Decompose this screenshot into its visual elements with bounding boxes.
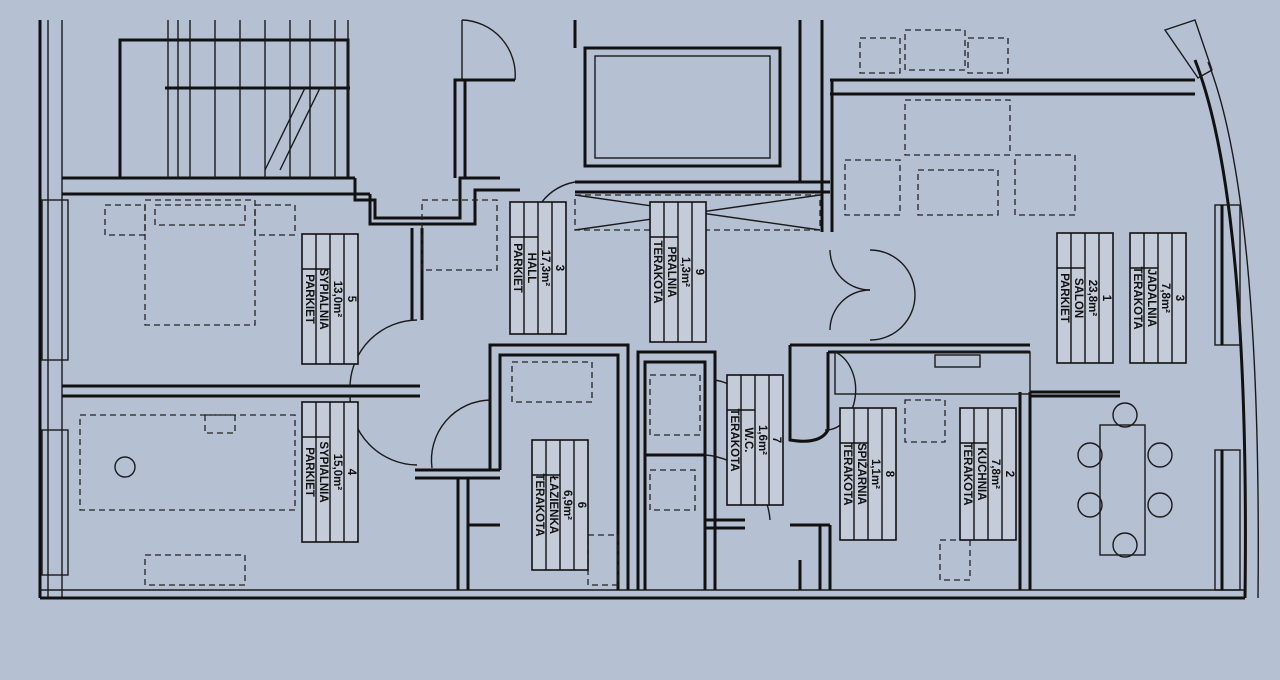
staircase <box>118 20 350 180</box>
room-area: 7,8m² <box>1159 283 1171 313</box>
room-floor: PARKIET <box>303 274 315 324</box>
room-number: 3 <box>553 265 565 271</box>
room-number: 8 <box>883 471 895 478</box>
room-name: SYPIALNIA <box>317 441 329 502</box>
room-name: PRALNIA <box>665 246 677 297</box>
room-area: 1,6m² <box>756 425 768 455</box>
room-floor: PARKIET <box>303 447 315 497</box>
room-floor: TERAKOTA <box>533 473 545 536</box>
exterior-walls <box>38 19 1259 600</box>
room-number: 7 <box>770 437 782 443</box>
room-number: 5 <box>345 296 357 303</box>
room-name: SPIŻARNIA <box>855 443 868 505</box>
room-number: 1 <box>1100 295 1112 302</box>
room-name: SYPIALNIA <box>317 268 329 329</box>
interior-walls <box>62 228 1120 590</box>
room-floor: TERAKOTA <box>651 240 663 303</box>
room-name: JADALNIA <box>1145 269 1157 327</box>
room-area: 1,3m² <box>679 257 691 287</box>
wardrobe-block <box>573 20 821 231</box>
room-floor: TERAKOTA <box>1131 266 1143 329</box>
furniture <box>79 29 1173 586</box>
room-name: ŁAZIENKA <box>547 476 559 534</box>
room-number: 4 <box>345 469 357 476</box>
room-floor: TERAKOTA <box>961 442 973 505</box>
room-area: 23,8m² <box>1086 280 1098 317</box>
room-name: KUCHNIA <box>975 447 987 500</box>
room-floor: PARKIET <box>1058 273 1070 323</box>
room-number: 3 <box>1173 295 1185 301</box>
room-area: 6,9m² <box>561 490 573 520</box>
room-floor: TERAKOTA <box>728 408 740 471</box>
room-floor: TERAKOTA <box>841 442 853 505</box>
room-area: 7,8m² <box>989 459 1001 489</box>
room-number: 9 <box>693 269 705 275</box>
room-name: SALON <box>1072 278 1084 318</box>
room-name: W.C. <box>742 428 754 453</box>
room-number: 2 <box>1003 471 1015 477</box>
room-area: 17,3m² <box>539 250 551 287</box>
room-area: 1,1m² <box>869 459 881 489</box>
room-area: 15,0m² <box>331 454 343 491</box>
room-name: HALL <box>525 253 537 284</box>
entry-door <box>453 19 516 178</box>
room-number: 6 <box>575 502 587 508</box>
room-floor: PARKIET <box>511 243 523 293</box>
room-area: 13,0m² <box>331 281 343 318</box>
